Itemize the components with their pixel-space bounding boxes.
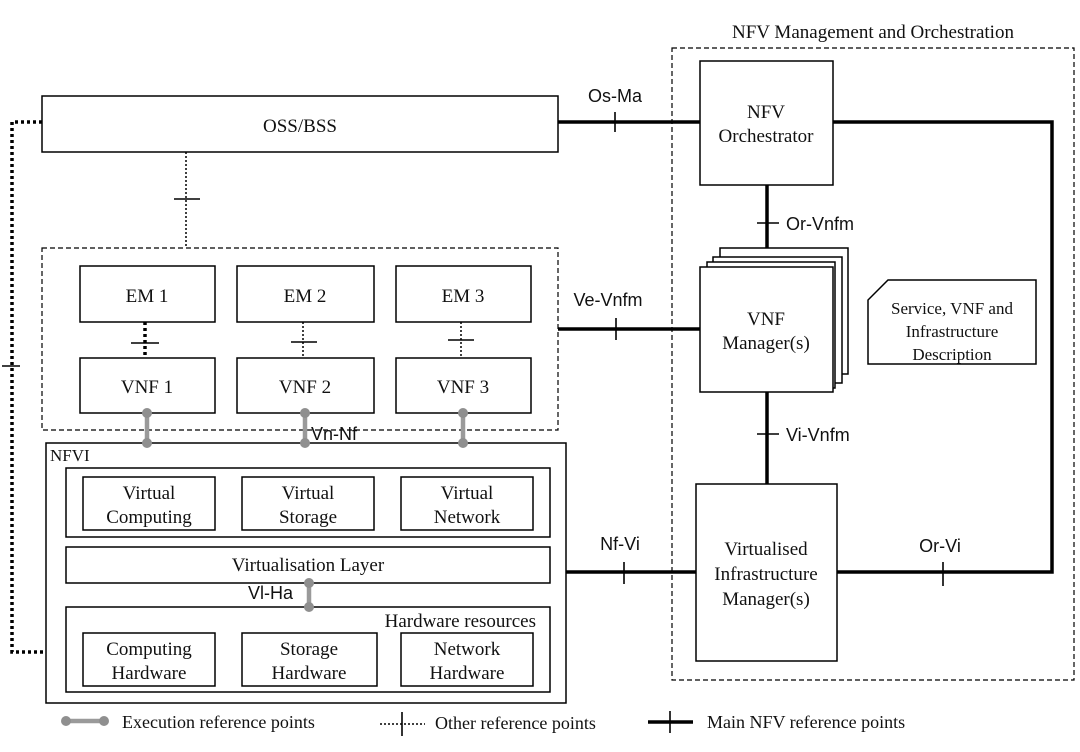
virtual-network-label-2: Network — [434, 507, 501, 528]
vnf-manager-label-1: VNF — [747, 309, 785, 330]
network-hardware-label-2: Hardware — [430, 663, 505, 684]
legend-execution-label: Execution reference points — [122, 712, 315, 732]
legend-execution-dot-left — [61, 716, 71, 726]
vnf-manager-label-2: Manager(s) — [722, 333, 810, 354]
vim-label-3: Manager(s) — [722, 589, 810, 610]
hardware-resources-title: Hardware resources — [385, 611, 536, 632]
em1-label: EM 1 — [126, 286, 169, 307]
em1-box — [79, 265, 216, 323]
nfv-orchestrator-box — [699, 60, 834, 186]
mano-title: NFV Management and Orchestration — [732, 22, 1014, 43]
nfvi-title: NFVI — [50, 446, 90, 465]
vnf1-box — [79, 357, 216, 414]
vn-nf-dot-1-bottom — [142, 438, 152, 448]
ve-vnfm-label: Ve-Vnfm — [573, 290, 642, 310]
legend-other-label: Other reference points — [435, 713, 596, 733]
vnf1-label: VNF 1 — [121, 377, 173, 398]
network-hardware-box — [400, 632, 534, 687]
description-label-2: Infrastructure — [906, 322, 999, 341]
vn-nf-dot-3-top — [458, 408, 468, 418]
execution-reference-points — [142, 408, 468, 612]
vnf-domain-container — [41, 247, 559, 431]
mano-container — [671, 47, 1075, 681]
virtual-storage-label-2: Storage — [279, 507, 337, 528]
vnf-manager-box — [699, 266, 834, 393]
network-hardware-label-1: Network — [434, 639, 501, 660]
vn-nf-dot-2-top — [300, 408, 310, 418]
vim-label-2: Infrastructure — [714, 564, 817, 585]
computing-hardware-box — [82, 632, 216, 687]
virtual-computing-label-1: Virtual — [123, 483, 176, 504]
virtual-storage-box — [241, 476, 375, 531]
vim-label-1: Virtualised — [724, 539, 808, 560]
virtualisation-layer-label: Virtualisation Layer — [232, 555, 385, 576]
oss-bss-label: OSS/BSS — [263, 116, 337, 137]
virtualisation-layer-box — [65, 546, 551, 584]
legend-main-label: Main NFV reference points — [707, 712, 905, 732]
description-label-1: Service, VNF and — [891, 299, 1013, 318]
vi-vnfm-label: Vi-Vnfm — [786, 425, 850, 445]
or-vi-label: Or-Vi — [919, 536, 961, 556]
virtual-network-label-1: Virtual — [441, 483, 494, 504]
em3-box — [395, 265, 532, 323]
vn-nf-dot-2-bottom — [300, 438, 310, 448]
legend-execution-dot-right — [99, 716, 109, 726]
vnf2-label: VNF 2 — [279, 377, 331, 398]
nfv-orchestrator-label-1: NFV — [747, 102, 785, 123]
vnf3-label: VNF 3 — [437, 377, 489, 398]
vl-ha-dot-bottom — [304, 602, 314, 612]
virtual-computing-label-2: Computing — [106, 507, 192, 528]
storage-hardware-box — [241, 632, 378, 687]
nf-vi-label: Nf-Vi — [600, 534, 640, 554]
vl-ha-dot-top — [304, 578, 314, 588]
em2-label: EM 2 — [284, 286, 327, 307]
vn-nf-dot-1-top — [142, 408, 152, 418]
em3-label: EM 3 — [442, 286, 485, 307]
vnf2-box — [236, 357, 375, 414]
main-reference-lines — [558, 112, 1054, 586]
legend: Execution reference points Other referen… — [61, 711, 905, 736]
vnf3-box — [395, 357, 532, 414]
virtual-network-box — [400, 476, 534, 531]
virtual-storage-label-1: Virtual — [282, 483, 335, 504]
other-reference-lines — [2, 120, 474, 654]
vn-nf-dot-3-bottom — [458, 438, 468, 448]
computing-hardware-label-2: Hardware — [112, 663, 187, 684]
description-note — [867, 279, 1037, 365]
vl-ha-label: Vl-Ha — [248, 583, 294, 603]
oss-bss-box — [41, 95, 559, 153]
storage-hardware-label-2: Hardware — [272, 663, 347, 684]
or-vnfm-label: Or-Vnfm — [786, 214, 854, 234]
nfv-orchestrator-label-2: Orchestrator — [719, 126, 815, 147]
storage-hardware-label-1: Storage — [280, 639, 338, 660]
vn-nf-label: Vn-Nf — [311, 424, 358, 444]
em2-box — [236, 265, 375, 323]
description-label-3: Description — [912, 345, 992, 364]
computing-hardware-label-1: Computing — [106, 639, 192, 660]
oss-to-hardware-line — [10, 120, 66, 654]
os-ma-label: Os-Ma — [588, 86, 643, 106]
virtual-computing-box — [82, 476, 216, 531]
vim-box — [695, 483, 838, 662]
